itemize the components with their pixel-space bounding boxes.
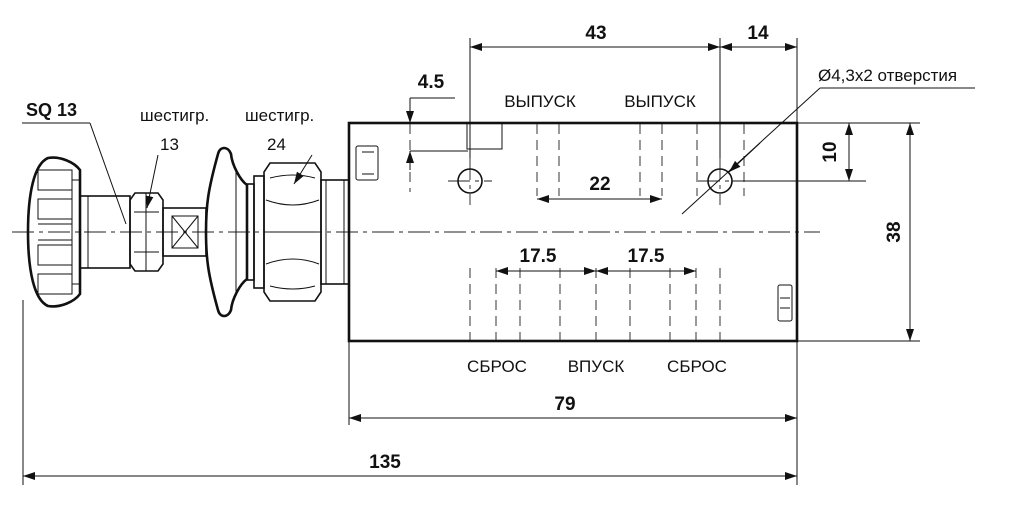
dim-17-5-left-value: 17.5: [520, 246, 557, 267]
dim-135-value: 135: [369, 452, 401, 473]
hidden-lines-top: [409, 124, 745, 196]
port-inlet: ВПУСК: [568, 357, 625, 376]
hex-24-line2: 24: [267, 135, 286, 154]
dim-10: 10: [732, 122, 920, 182]
dim-4-5: 4.5: [406, 72, 468, 170]
dim-17-5-right-value: 17.5: [628, 246, 665, 267]
hex-24-line1: шестигр.: [245, 106, 314, 125]
hex-13-line1: шестигр.: [140, 106, 209, 125]
hex-nut-24: [263, 162, 322, 302]
hidden-lines-bottom: [469, 268, 721, 340]
hex-13-leader: шестигр. 13: [140, 106, 209, 209]
port-reset-left: СБРОС: [467, 357, 527, 376]
dim-38-value: 38: [884, 221, 905, 242]
dim-14: 14: [720, 23, 798, 122]
knurled-knob: [26, 156, 82, 308]
dim-38: 38: [797, 123, 920, 342]
dim-79: 79: [348, 341, 798, 485]
knob-label: SQ 13: [26, 100, 77, 120]
dim-4-5-value: 4.5: [418, 72, 445, 93]
dim-79-value: 79: [554, 394, 575, 415]
dim-14-value: 14: [747, 23, 769, 44]
dim-43-value: 43: [585, 23, 606, 44]
knob-leader: SQ 13: [22, 100, 127, 225]
hole-note: Ø4,3x2 отверстия: [818, 66, 957, 85]
dim-22: 22: [537, 174, 662, 203]
dim-135: 135: [22, 300, 797, 485]
hex-13-line2: 13: [160, 135, 179, 154]
hole-leader: Ø4,3x2 отверстия: [681, 66, 975, 215]
hex-24-leader: шестигр. 24: [245, 106, 314, 185]
port-exhaust-right: ВЫПУСК: [624, 92, 696, 111]
dim-22-value: 22: [589, 174, 610, 195]
port-exhaust-left: ВЫПУСК: [504, 92, 576, 111]
dim-10-value: 10: [820, 141, 841, 162]
dim-43: 43: [469, 23, 721, 158]
port-reset-right: СБРОС: [667, 357, 727, 376]
dim-17-5: 17.5 17.5: [496, 246, 696, 275]
